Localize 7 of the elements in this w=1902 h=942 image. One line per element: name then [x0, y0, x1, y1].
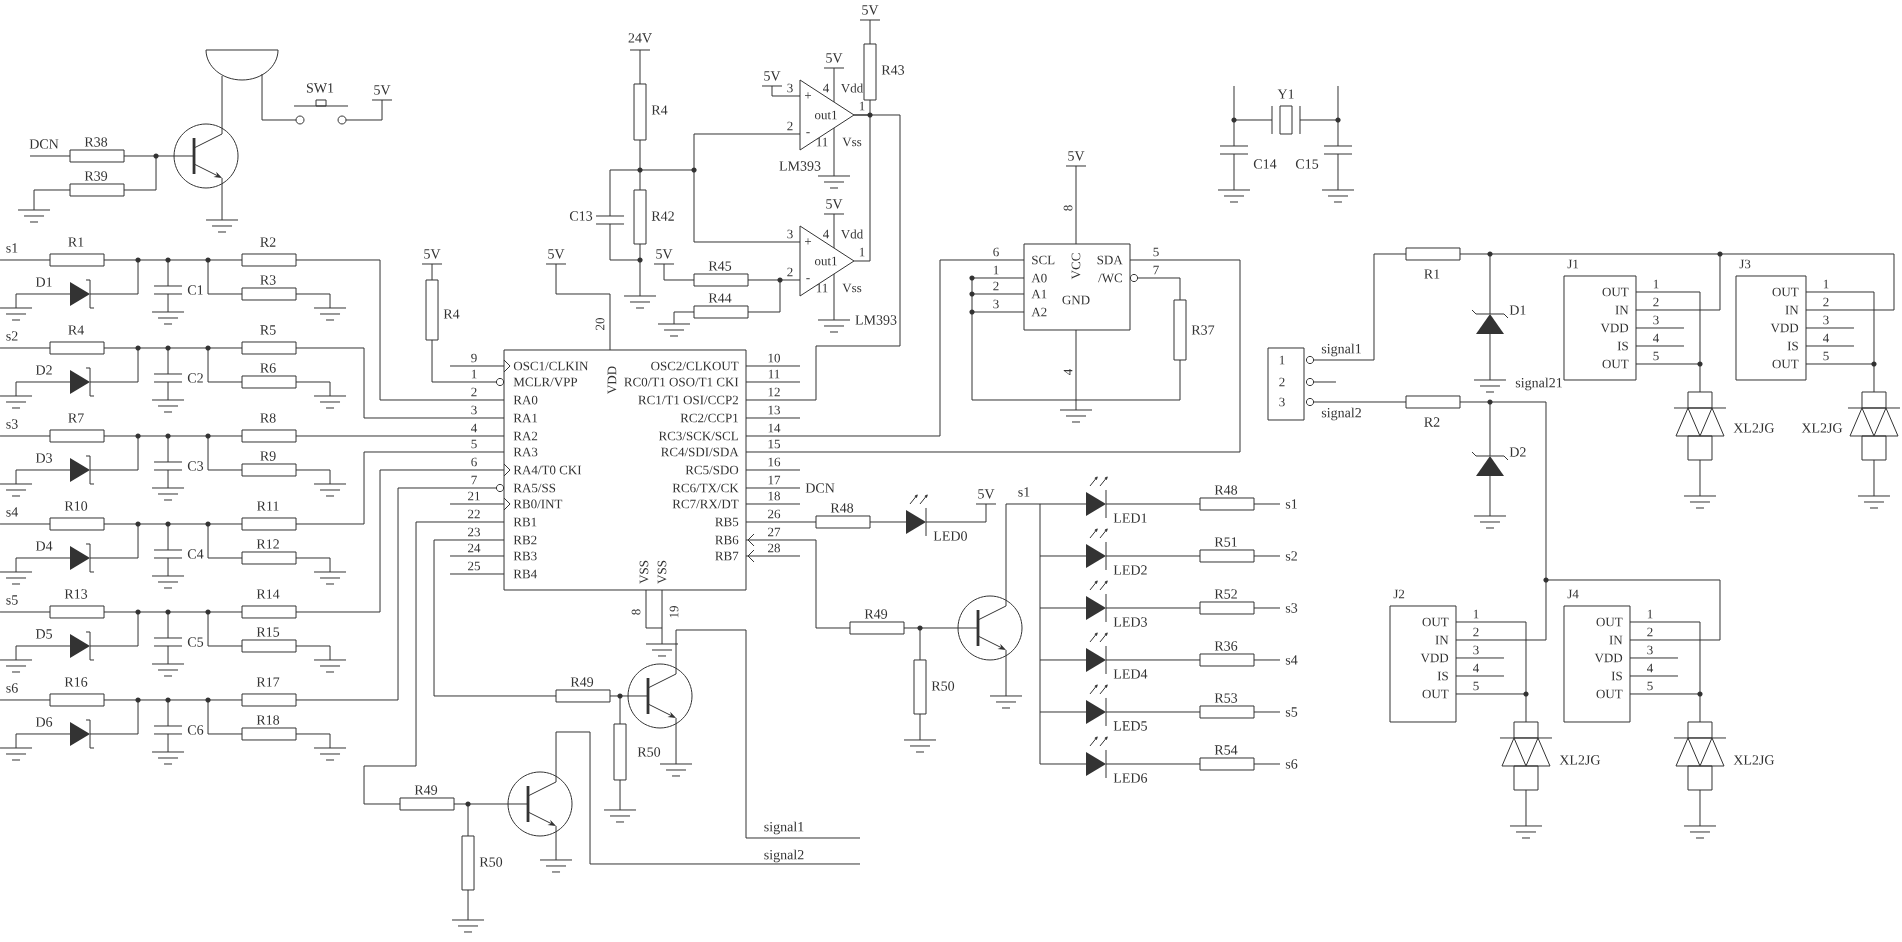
wire	[693, 133, 801, 243]
wire	[1455, 579, 1721, 641]
wire	[745, 259, 1241, 453]
wire	[745, 114, 901, 401]
wire	[745, 259, 1025, 437]
wire	[1635, 253, 1895, 311]
wire	[853, 114, 871, 262]
